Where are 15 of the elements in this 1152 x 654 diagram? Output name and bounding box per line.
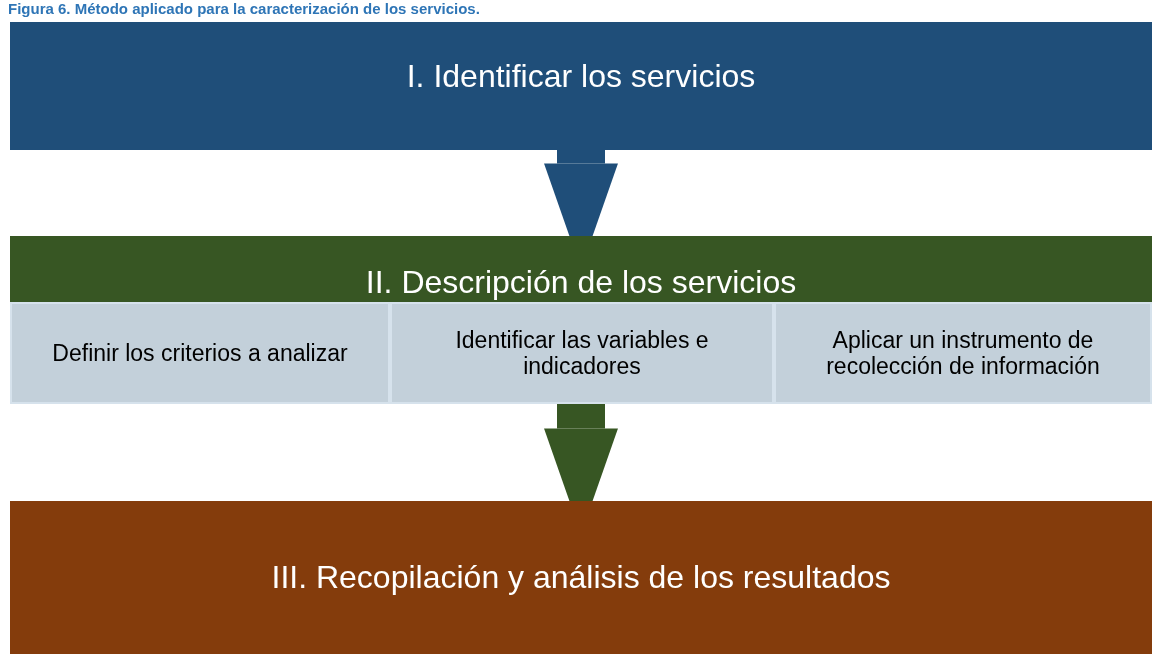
figure-title: Figura 6. Método aplicado para la caracterización de los servicios. (8, 0, 480, 17)
step-box (10, 22, 1152, 150)
step-box (10, 236, 1152, 404)
substep-label: Definir los criterios a analizar (52, 339, 348, 367)
step-label: I. Identificar los servicios (406, 58, 756, 95)
substep-box (774, 302, 1152, 404)
step-label: III. Recopilación y análisis de los resultados (271, 559, 891, 596)
step-label: II. Descripción de los servicios (365, 264, 797, 301)
substep-label: Aplicar un instrumento de recolección de información (825, 326, 1101, 380)
substep-box (10, 302, 390, 404)
step-box (10, 501, 1152, 654)
substep-box (390, 302, 774, 404)
substep-label: Identificar las variables e indicadores (454, 326, 710, 380)
block-arrow (544, 404, 618, 503)
block-arrow (544, 150, 618, 238)
